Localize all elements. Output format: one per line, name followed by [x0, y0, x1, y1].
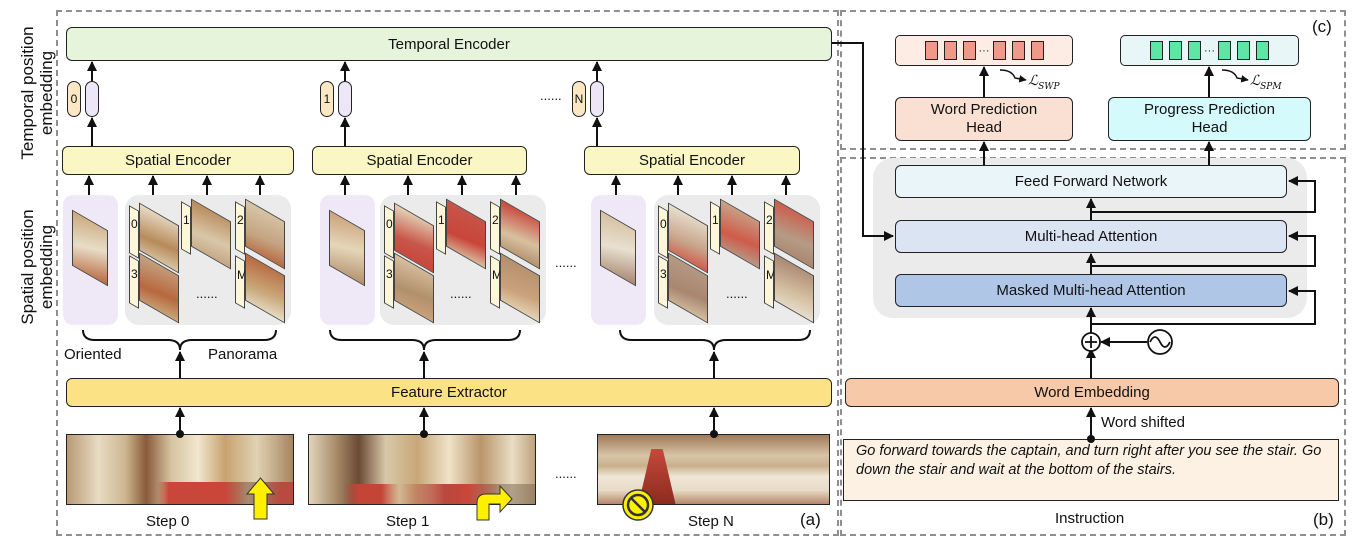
- word-token: [1011, 41, 1025, 60]
- progress-token: [1237, 41, 1250, 60]
- masked-multi-head-attention: Masked Multi-head Attention: [895, 274, 1287, 307]
- view-index-0: 0: [658, 205, 668, 259]
- panorama-ellipsis-n: ......: [726, 286, 748, 301]
- word-token: [943, 41, 957, 60]
- view-index-3: 3: [129, 255, 139, 309]
- spatial-encoder-step-1: Spatial Encoder: [312, 146, 527, 175]
- spatial-encoder-step-0: Spatial Encoder: [62, 146, 294, 175]
- temporal-ellipsis: ......: [540, 88, 562, 103]
- instruction-box: Go forward towards the captain, and turn…: [843, 439, 1339, 501]
- panorama-ellipsis-bottom: ......: [555, 466, 577, 481]
- progress-token-sequence: ···: [1120, 35, 1299, 66]
- word-token: [962, 41, 976, 60]
- step-embedding-1: [338, 81, 352, 117]
- panorama-image-step-1: [308, 434, 536, 505]
- token-dots: ···: [1204, 44, 1215, 57]
- spatial-encoder-label: Spatial Encoder: [125, 152, 231, 169]
- between-steps-ellipsis: ......: [555, 255, 577, 270]
- progress-token: [1218, 41, 1231, 60]
- view-index-0: 0: [384, 205, 394, 259]
- view-index-M: M: [490, 255, 502, 309]
- view-index-2: 2: [235, 201, 245, 255]
- word-token: [1030, 41, 1044, 60]
- temporal-encoder-label: Temporal Encoder: [388, 35, 510, 53]
- progress-token: [1256, 41, 1269, 60]
- progress-token: [1188, 41, 1201, 60]
- view-index-1: 1: [181, 201, 191, 255]
- instruction-text: Go forward towards the captain, and turn…: [856, 443, 1322, 478]
- spatial-encoder-label: Spatial Encoder: [366, 152, 473, 169]
- panorama-label: Panorama: [208, 346, 278, 363]
- panel-a-border: [56, 10, 839, 536]
- multi-head-attention: Multi-head Attention: [895, 220, 1287, 253]
- feed-forward-network: Feed Forward Network: [895, 165, 1287, 198]
- view-index-3: 3: [384, 255, 394, 309]
- view-index-3: 3: [658, 255, 668, 309]
- loss-spm: ℒSPM: [1250, 73, 1282, 92]
- word-token: [992, 41, 1006, 60]
- panorama-image-step-0: [66, 434, 294, 505]
- temporal-index-n: N: [572, 81, 586, 117]
- word-embedding: Word Embedding: [845, 378, 1339, 407]
- view-index-1: 1: [436, 201, 446, 255]
- feature-extractor-label: Feature Extractor: [391, 384, 507, 401]
- view-index-2: 2: [490, 201, 500, 255]
- panorama-ellipsis-0: ......: [196, 286, 218, 301]
- oriented-label: Oriented: [64, 346, 122, 363]
- loss-swp: ℒSWP: [1028, 73, 1060, 92]
- word-token: [924, 41, 938, 60]
- word-token-sequence: ···: [895, 35, 1073, 66]
- progress-token: [1169, 41, 1182, 60]
- panel-c-label: (c): [1312, 17, 1332, 36]
- step-n-caption: Step N: [688, 513, 734, 530]
- view-index-M: M: [764, 255, 776, 309]
- temporal-index-1: 1: [320, 81, 334, 117]
- view-index-0: 0: [129, 205, 139, 259]
- word-shifted-label: Word shifted: [1101, 414, 1185, 431]
- step-embedding-0: [85, 81, 99, 117]
- view-index-1: 1: [710, 201, 720, 255]
- view-index-M: M: [235, 255, 247, 309]
- temporal-encoder: Temporal Encoder: [66, 27, 832, 61]
- panorama-image-step-n: [597, 434, 830, 505]
- view-index-2: 2: [764, 201, 774, 255]
- panorama-ellipsis-1: ......: [450, 286, 472, 301]
- temporal-index-0: 0: [67, 81, 81, 117]
- panel-b-label: (b): [1313, 510, 1334, 529]
- step-embedding-n: [590, 81, 604, 117]
- progress-token: [1150, 41, 1163, 60]
- instruction-caption: Instruction: [1055, 510, 1125, 527]
- spatial-encoder-step-n: Spatial Encoder: [584, 146, 800, 175]
- spatial-encoder-label: Spatial Encoder: [639, 152, 745, 169]
- token-dots: ···: [978, 44, 990, 57]
- step-0-caption: Step 0: [146, 513, 190, 530]
- step-1-caption: Step 1: [386, 513, 430, 530]
- panel-a-label: (a): [800, 510, 821, 529]
- feature-extractor: Feature Extractor: [66, 378, 832, 407]
